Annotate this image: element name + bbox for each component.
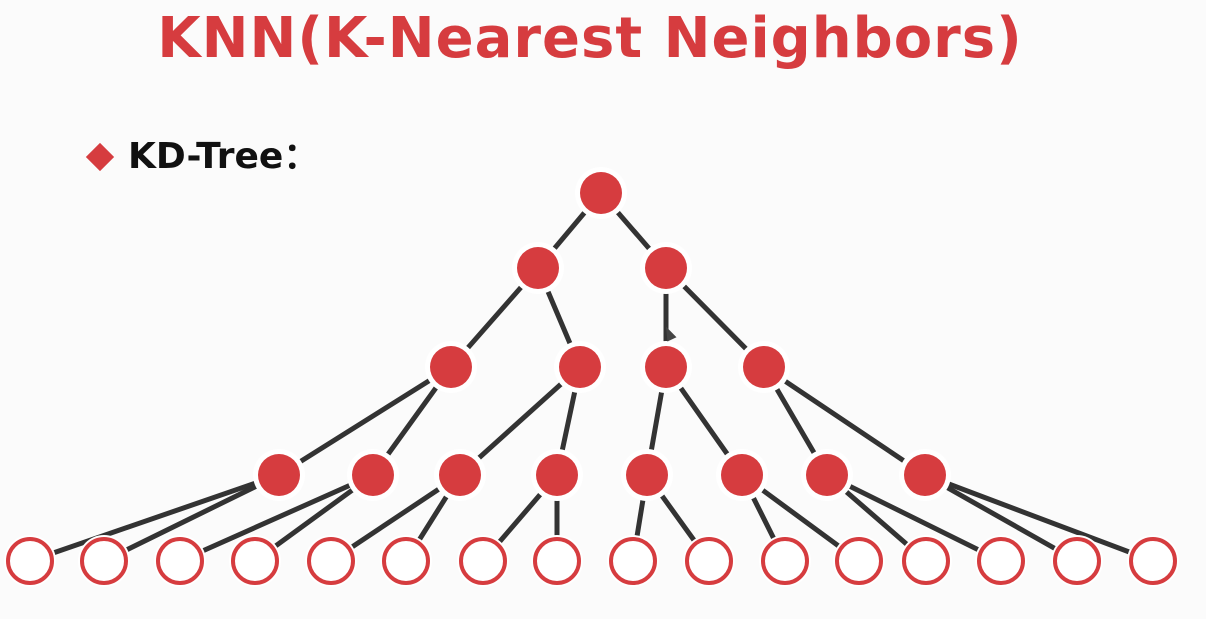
tree-leaf-node: [231, 537, 279, 585]
slide-title: KNN(K-Nearest Neighbors): [157, 6, 1023, 71]
tree-leaf-node: [80, 537, 128, 585]
tree-edge: [276, 364, 454, 478]
tree-leaf-node: [1129, 537, 1177, 585]
tree-edge: [922, 472, 1156, 564]
tree-edge: [457, 364, 583, 478]
tree-edge: [101, 472, 282, 564]
tree-internal-node: [559, 346, 601, 388]
tree-nodes: [4, 167, 1179, 587]
tree-internal-node: [258, 454, 300, 496]
tree-leaf-node: [6, 537, 54, 585]
tree-leaf-node: [977, 537, 1025, 585]
tree-internal-node: [439, 454, 481, 496]
tree-leaf-node: [835, 537, 883, 585]
kd-tree-heading: KD-Tree：: [85, 134, 320, 180]
tree-internal-node: [721, 454, 763, 496]
tree-edge: [27, 472, 282, 564]
tree-internal-node: [536, 454, 578, 496]
tree-leaf-node: [156, 537, 204, 585]
tree-internal-node: [626, 454, 668, 496]
tree-leaf-node: [307, 537, 355, 585]
tree-internal-node: [430, 346, 472, 388]
tree-leaf-node: [685, 537, 733, 585]
tree-internal-node: [517, 247, 559, 289]
tree-leaf-node: [761, 537, 809, 585]
tree-edge: [824, 472, 1004, 564]
tree-edge: [177, 472, 376, 564]
tree-internal-node: [352, 454, 394, 496]
tree-edge: [761, 364, 928, 478]
kd-tree-label: KD-Tree：: [128, 136, 320, 177]
tree-internal-node: [806, 454, 848, 496]
tree-leaf-node: [1053, 537, 1101, 585]
tree-internal-node: [904, 454, 946, 496]
tree-root-node: [580, 172, 622, 214]
tree-internal-node: [645, 247, 687, 289]
tree-leaf-node: [902, 537, 950, 585]
tree-leaf-node: [382, 537, 430, 585]
tree-edge: [922, 472, 1080, 564]
tree-internal-node: [743, 346, 785, 388]
tree-internal-node: [645, 346, 687, 388]
tree-leaf-node: [459, 537, 507, 585]
tree-leaf-node: [609, 537, 657, 585]
tree-leaf-node: [533, 537, 581, 585]
